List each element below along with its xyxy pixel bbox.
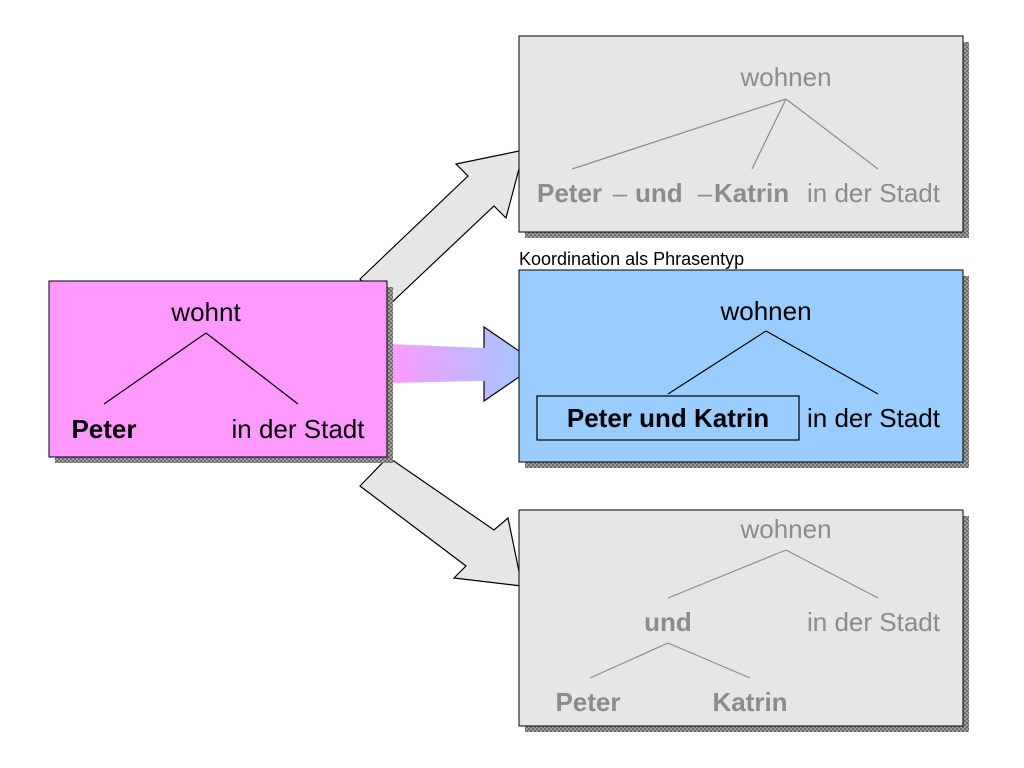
bottom-peter-label: Peter [555, 687, 620, 717]
middle-head-label: wohnen [719, 296, 811, 326]
top-box-frame [518, 35, 964, 233]
arrow-right [388, 327, 538, 401]
top-peter-label: Peter [537, 178, 602, 208]
middle-box: wohnen Peter und Katrin in der Stadt [518, 269, 969, 468]
source-head-label: wohnt [170, 297, 241, 327]
middle-phrase-label: Peter und Katrin [567, 403, 769, 433]
source-subject-label: Peter [71, 414, 136, 444]
source-complement-label: in der Stadt [232, 414, 366, 444]
top-katrin-label: Katrin [714, 178, 789, 208]
top-head-label: wohnen [739, 62, 831, 92]
bottom-und-label: und [644, 607, 692, 637]
bottom-box: wohnen und in der Stadt Peter Katrin [518, 509, 969, 732]
top-dash-2: – [698, 178, 713, 208]
bottom-box-frame [518, 509, 964, 727]
source-tree-edges [103, 332, 299, 405]
top-dash-1: – [613, 178, 628, 208]
source-box-frame [48, 280, 388, 458]
arrow-up-right [359, 149, 525, 307]
middle-complement-label: in der Stadt [807, 403, 941, 433]
middle-box-frame [518, 269, 964, 463]
top-box: wohnen Peter – und – Katrin in der Stadt [518, 35, 969, 238]
bottom-tree-edges [589, 549, 879, 679]
top-tree-edges [571, 98, 879, 170]
bottom-complement-label: in der Stadt [807, 607, 941, 637]
top-complement-label: in der Stadt [807, 178, 941, 208]
source-box: wohnt Peter in der Stadt [48, 280, 393, 463]
bottom-katrin-label: Katrin [712, 687, 787, 717]
arrow-down-right [359, 456, 523, 587]
middle-caption: Koordination als Phrasentyp [519, 249, 744, 269]
bottom-head-label: wohnen [739, 514, 831, 544]
middle-tree-edges [667, 330, 879, 395]
top-und-label: und [635, 178, 683, 208]
middle-phrase-box [536, 395, 800, 441]
